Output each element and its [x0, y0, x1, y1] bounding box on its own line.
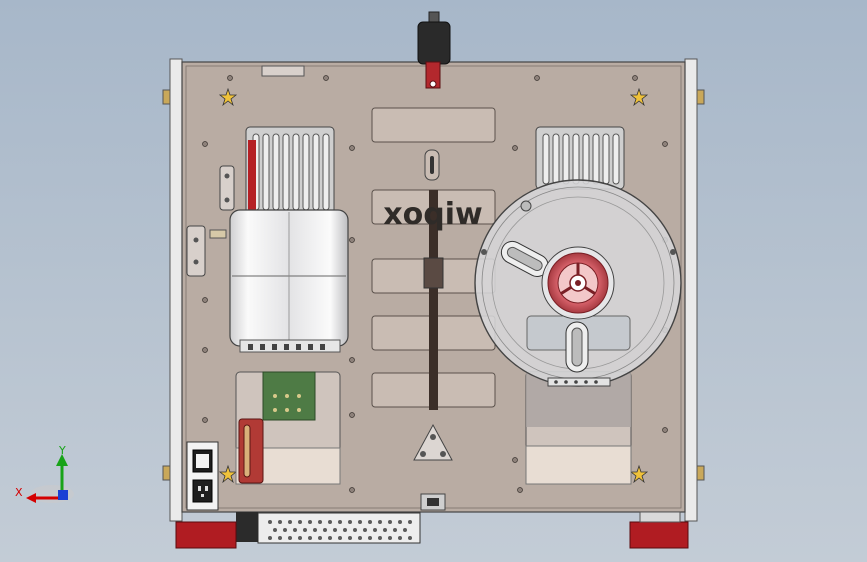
lower-right-compartment — [525, 371, 632, 485]
y-axis-arrow-icon — [56, 454, 68, 466]
power-supply — [236, 512, 421, 544]
brand-logo: wipox — [383, 197, 482, 232]
x-axis-arrow-icon — [26, 493, 36, 503]
spool-hub[interactable] — [541, 246, 615, 320]
orientation-triad: Y X — [15, 444, 74, 503]
power-module[interactable] — [186, 441, 219, 511]
plate-cutouts — [371, 107, 496, 408]
svg-text:wipox: wipox — [383, 197, 482, 232]
right-side-rail — [684, 58, 705, 522]
filament-sensor[interactable] — [417, 11, 451, 89]
z-axis-marker-icon — [58, 490, 68, 500]
lower-left-compartment — [235, 371, 341, 485]
y-axis-label: Y — [58, 444, 66, 457]
printer-feet — [175, 511, 689, 549]
left-side-rail — [162, 58, 183, 522]
left-brackets — [186, 165, 235, 277]
right-fan-grill — [535, 126, 625, 190]
x-axis-label: X — [15, 486, 23, 499]
cable-channel — [423, 190, 444, 410]
screw-holes — [202, 75, 668, 493]
slot — [424, 149, 440, 181]
left-fan-grill — [245, 126, 335, 218]
star-marker-icon — [218, 87, 649, 484]
triangle-bracket — [413, 423, 453, 461]
motor[interactable] — [229, 209, 349, 353]
top-bracket — [261, 65, 305, 77]
usb-port[interactable] — [420, 493, 446, 511]
